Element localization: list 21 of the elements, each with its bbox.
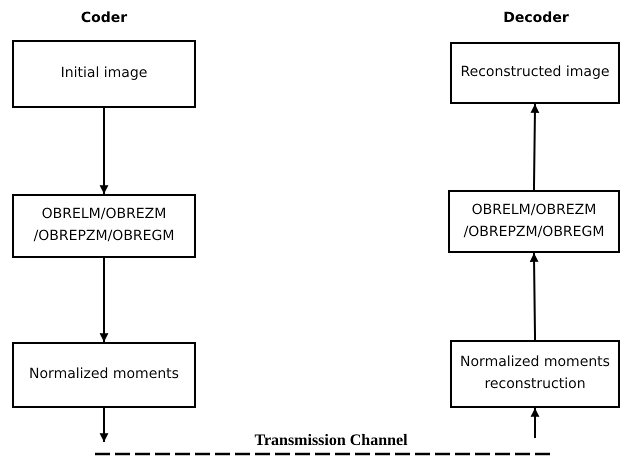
process-box xyxy=(450,340,620,408)
arrow xyxy=(100,408,108,442)
arrow xyxy=(530,408,540,438)
process-box xyxy=(12,40,196,108)
arrow xyxy=(530,252,538,340)
process-box xyxy=(12,194,196,258)
box-label: OBRELM/OBREZM /OBREPZM/OBREGM xyxy=(462,200,606,242)
arrow xyxy=(530,104,540,190)
box-label: OBRELM/OBREZM /OBREPZM/OBREGM xyxy=(32,205,176,246)
box-label: Normalized moments xyxy=(29,365,179,384)
column-heading: Decoder xyxy=(503,10,569,26)
box-label: Initial image xyxy=(60,64,148,84)
process-box xyxy=(450,42,620,104)
process-box xyxy=(448,190,620,253)
process-box xyxy=(12,342,196,408)
arrow xyxy=(100,108,108,194)
box-label: Normalized moments reconstruction xyxy=(459,353,611,394)
box-label: Reconstructed image xyxy=(460,63,610,82)
arrow xyxy=(100,258,108,342)
column-heading: Coder xyxy=(80,10,128,26)
channel-label: Transmission Channel xyxy=(254,432,408,450)
